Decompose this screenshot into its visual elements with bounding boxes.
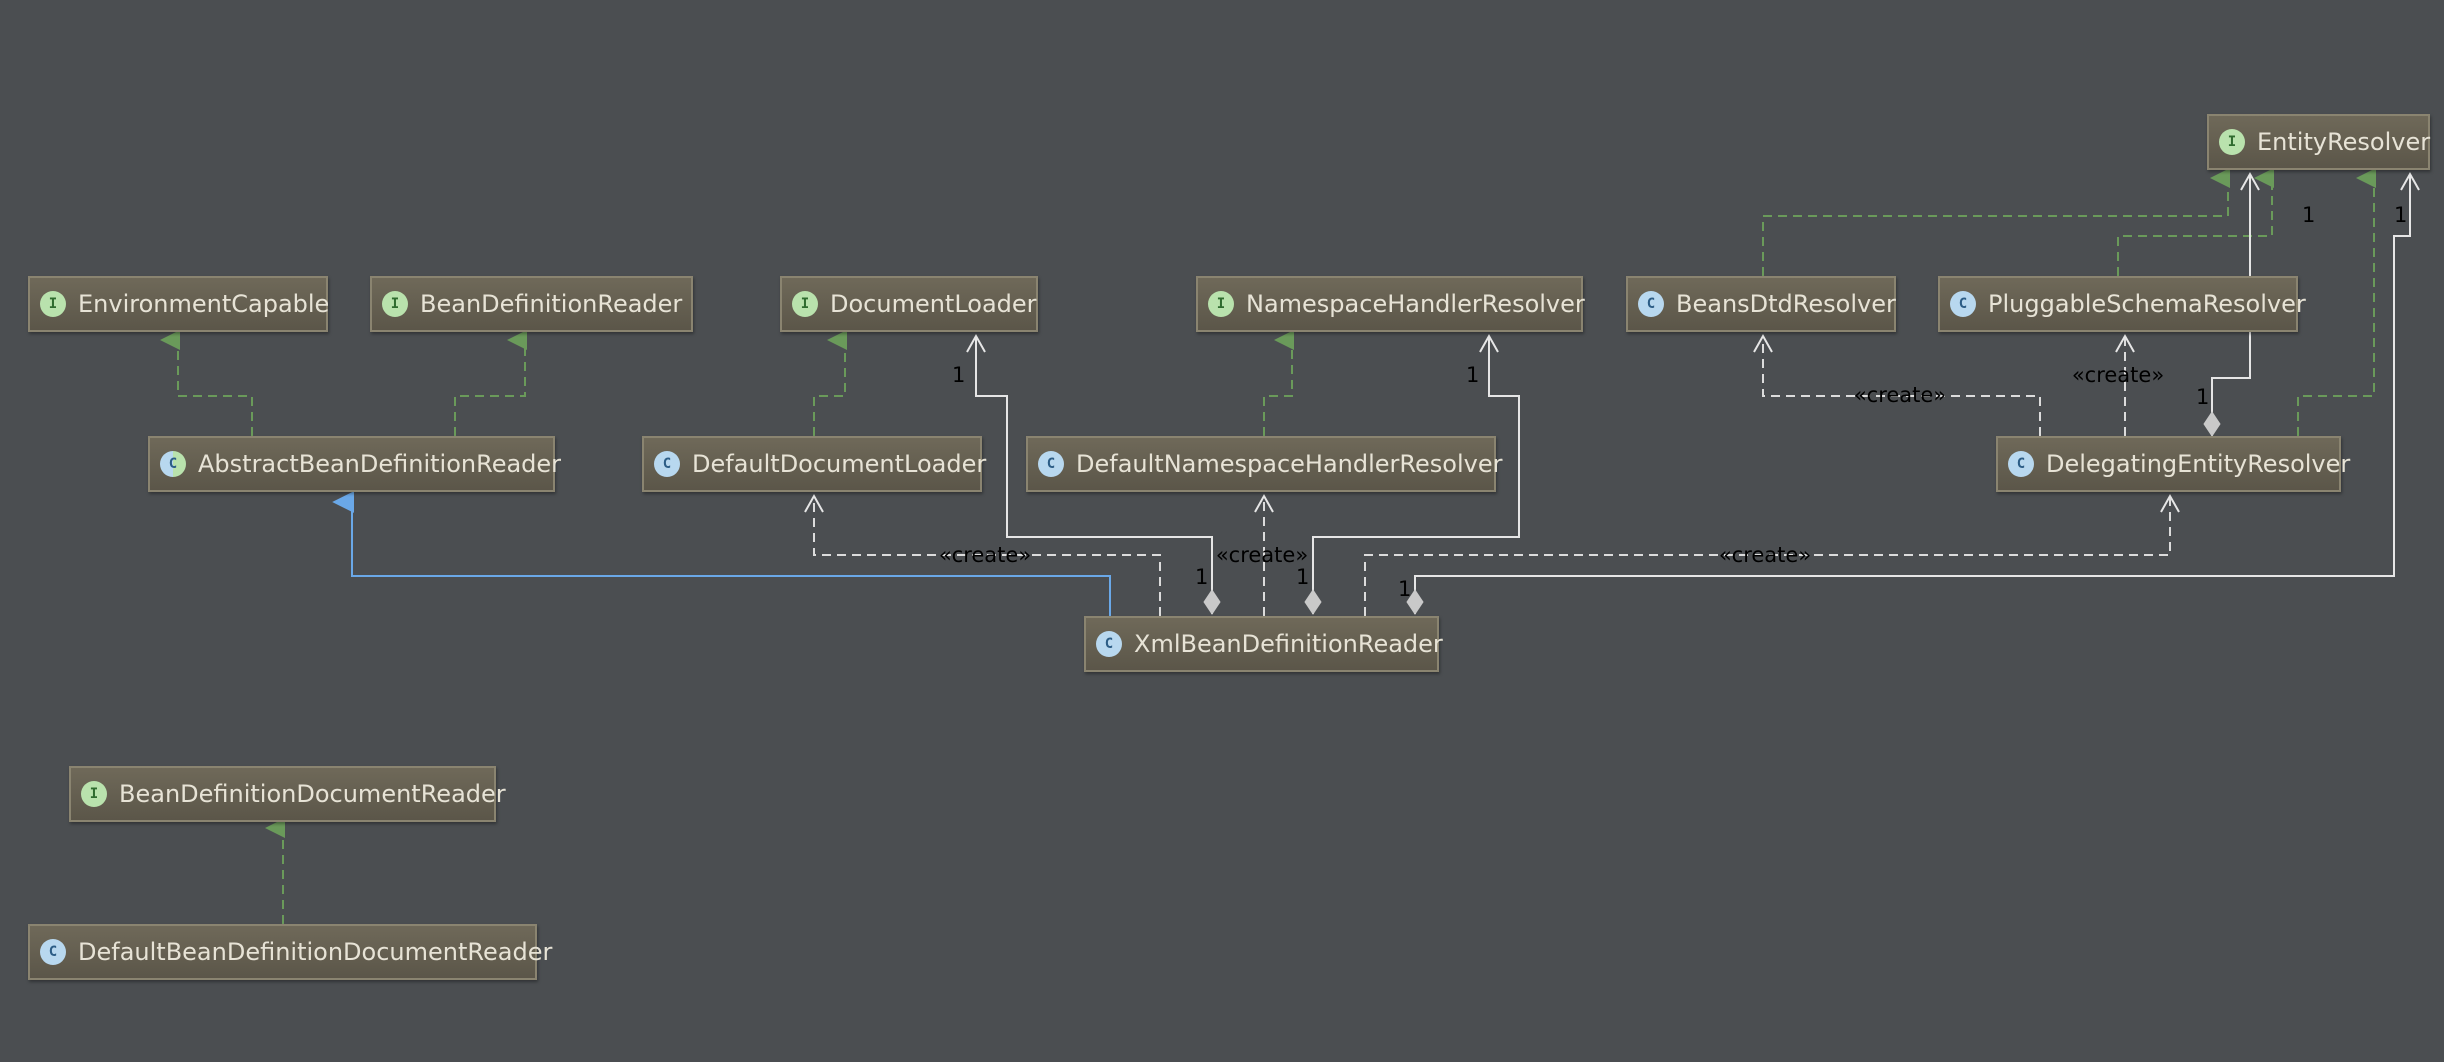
node-entity-resolver[interactable]: I EntityResolver (2207, 114, 2430, 170)
arrowhead (804, 493, 824, 513)
edge-extends-e9 (332, 491, 1111, 616)
node-label: BeansDtdResolver (1676, 290, 1896, 318)
node-namespace-handler-resolver[interactable]: I NamespaceHandlerResolver (1196, 276, 1585, 332)
node-label: DefaultBeanDefinitionDocumentReader (78, 938, 553, 966)
edge-implements-e1 (160, 330, 253, 436)
node-default-namespace-handler-resolver[interactable]: C DefaultNamespaceHandlerResolver (1026, 436, 1502, 492)
node-abstract-bean-definition-reader[interactable]: C AbstractBeanDefinitionReader (148, 436, 561, 492)
composition-diamond (2203, 411, 2221, 437)
node-environment-capable[interactable]: I EnvironmentCapable (28, 276, 330, 332)
edge-composition-e17 (1414, 174, 2411, 614)
composition-diamond (1406, 589, 1424, 615)
edges-layer (160, 168, 2420, 924)
node-delegating-entity-resolver[interactable]: C DelegatingEntityResolver (1996, 436, 2350, 492)
node-default-document-loader[interactable]: C DefaultDocumentLoader (642, 436, 986, 492)
edge-composition-e15 (975, 336, 1213, 614)
multiplicity-label: 1 (952, 363, 965, 387)
arrowhead (1753, 333, 1773, 353)
interface-icon: I (1208, 291, 1234, 317)
arrowhead (2160, 493, 2180, 513)
abstract-class-icon: C (160, 451, 186, 477)
class-icon: C (1096, 631, 1122, 657)
edge-implements-e7 (2297, 168, 2376, 436)
multiplicity-label: 1 (1398, 577, 1411, 601)
node-label: DocumentLoader (830, 290, 1037, 318)
composition-diamond (1203, 589, 1221, 615)
class-icon: C (1950, 291, 1976, 317)
node-label: BeanDefinitionReader (420, 290, 683, 318)
node-beans-dtd-resolver[interactable]: C BeansDtdResolver (1626, 276, 1896, 332)
multiplicity-label: 1 (2196, 385, 2209, 409)
class-icon: C (40, 939, 66, 965)
class-icon: C (1638, 291, 1664, 317)
node-label: DefaultDocumentLoader (692, 450, 987, 478)
edge-create-e10 (813, 496, 1161, 616)
node-label: NamespaceHandlerResolver (1246, 290, 1585, 318)
node-default-bean-definition-document-reader[interactable]: C DefaultBeanDefinitionDocumentReader (28, 924, 552, 980)
create-stereotype-label: «create» (1216, 543, 1308, 567)
edge-implements-e5 (1762, 168, 2230, 276)
node-label: AbstractBeanDefinitionReader (198, 450, 562, 478)
node-label: DelegatingEntityResolver (2046, 450, 2351, 478)
edge-implements-e6 (2117, 168, 2274, 276)
edge-composition-e16 (1312, 336, 1520, 614)
edge-implements-e3 (813, 330, 847, 436)
node-bean-definition-document-reader[interactable]: I BeanDefinitionDocumentReader (69, 766, 506, 822)
arrowhead (2115, 333, 2135, 353)
labels-layer: «create» «create» «create» «create» «create»… (939, 203, 2408, 601)
node-label: PluggableSchemaResolver (1988, 290, 2306, 318)
multiplicity-label: 1 (1195, 565, 1208, 589)
arrowhead (2240, 171, 2260, 191)
arrowhead (1254, 493, 1274, 513)
node-document-loader[interactable]: I DocumentLoader (780, 276, 1038, 332)
node-label: XmlBeanDefinitionReader (1134, 630, 1443, 658)
interface-icon: I (2219, 129, 2245, 155)
node-xml-bean-definition-reader[interactable]: C XmlBeanDefinitionReader (1084, 616, 1443, 672)
node-label: DefaultNamespaceHandlerResolver (1076, 450, 1503, 478)
edge-create-e12 (1364, 496, 2171, 616)
create-stereotype-label: «create» (1719, 543, 1811, 567)
create-stereotype-label: «create» (2072, 363, 2164, 387)
class-icon: C (1038, 451, 1064, 477)
node-bean-definition-reader[interactable]: I BeanDefinitionReader (370, 276, 693, 332)
multiplicity-label: 1 (2302, 203, 2315, 227)
interface-icon: I (40, 291, 66, 317)
class-icon: C (2008, 451, 2034, 477)
arrowhead (1479, 333, 1499, 353)
arrowhead (966, 333, 986, 353)
composition-diamond (1304, 589, 1322, 615)
arrowhead (2400, 171, 2420, 191)
interface-icon: I (81, 781, 107, 807)
interface-icon: I (382, 291, 408, 317)
multiplicity-label: 1 (1296, 565, 1309, 589)
multiplicity-label: 1 (1466, 363, 1479, 387)
node-label: BeanDefinitionDocumentReader (119, 780, 506, 808)
edge-implements-e4 (1263, 330, 1294, 436)
node-label: EntityResolver (2257, 128, 2431, 156)
class-icon: C (654, 451, 680, 477)
interface-icon: I (792, 291, 818, 317)
create-stereotype-label: «create» (1854, 383, 1946, 407)
edge-implements-e2 (454, 330, 527, 436)
multiplicity-label: 1 (2394, 203, 2407, 227)
node-label: EnvironmentCapable (78, 290, 330, 318)
edge-create-e13 (1762, 336, 2041, 436)
node-pluggable-schema-resolver[interactable]: C PluggableSchemaResolver (1938, 276, 2306, 332)
create-stereotype-label: «create» (939, 543, 1031, 567)
